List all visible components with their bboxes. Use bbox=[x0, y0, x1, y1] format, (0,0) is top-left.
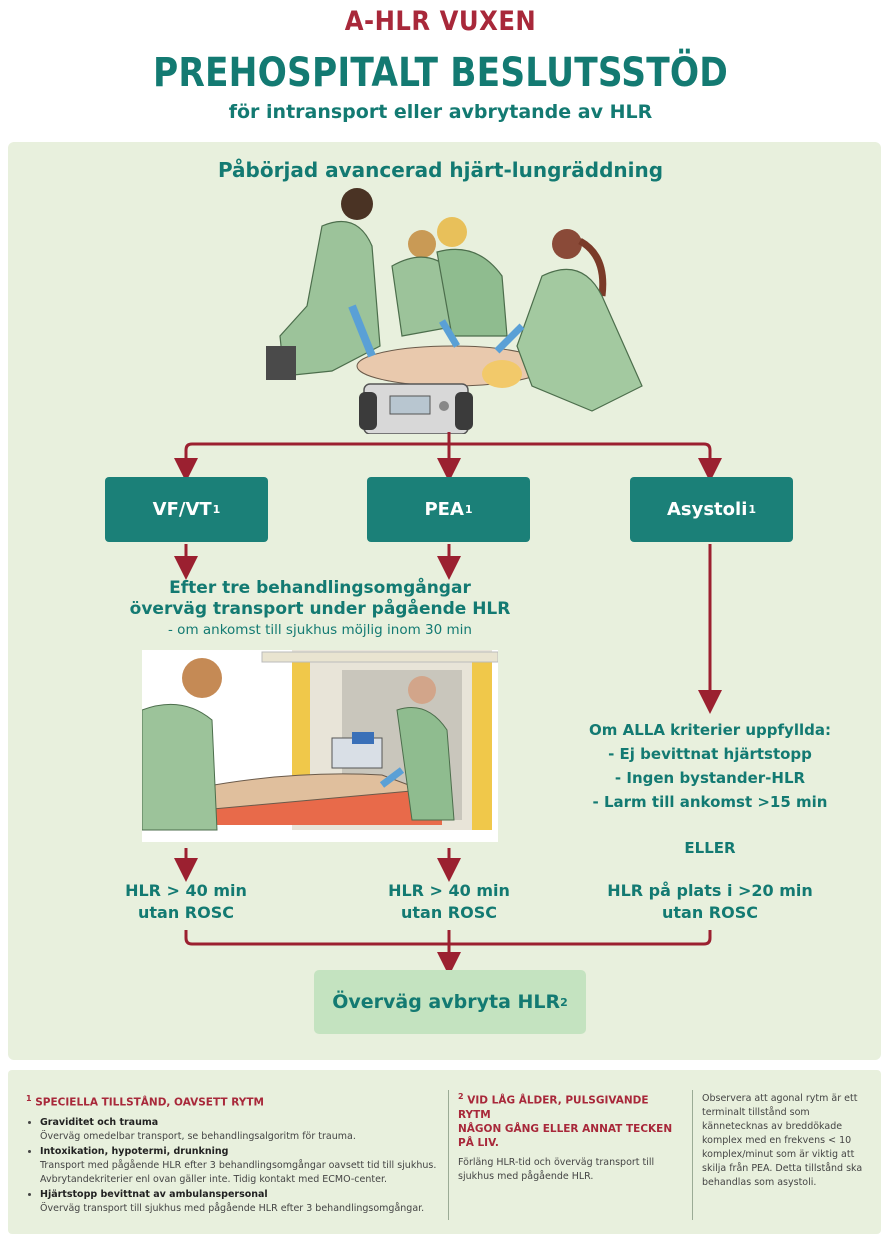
outcome-line-1: HLR > 40 min bbox=[125, 881, 247, 900]
outcome-line-2: utan ROSC bbox=[401, 903, 497, 922]
footnote-mark: 1 bbox=[748, 503, 757, 516]
transport-block: Efter tre behandlingsomgångar överväg tr… bbox=[100, 578, 540, 640]
footer-divider bbox=[448, 1090, 449, 1220]
footnote-1-item: Intoxikation, hypotermi, drunkningTransp… bbox=[40, 1145, 438, 1187]
footnote-2-heading-2: NÅGON GÅNG ELLER ANNAT TECKEN PÅ LIV. bbox=[458, 1122, 673, 1149]
pea-outcome: HLR > 40 min utan ROSC bbox=[359, 880, 539, 924]
poster-heading: PREHOSPITALT BESLUTSSTÖD bbox=[152, 50, 729, 96]
poster-subheading: för intransport eller avbrytande av HLR bbox=[228, 101, 653, 123]
criteria-block: Om ALLA kriterier uppfyllda: - Ej bevitt… bbox=[570, 718, 850, 860]
transport-line-2: överväg transport under pågående HLR bbox=[129, 599, 511, 619]
criteria-or: ELLER bbox=[684, 839, 736, 857]
footnotes-panel bbox=[8, 1070, 881, 1234]
outcome-line-2: utan ROSC bbox=[138, 903, 234, 922]
final-decision-label: Överväg avbryta HLR bbox=[332, 991, 561, 1013]
footnote-1: 1 SPECIELLA TILLSTÅND, OAVSETT RYTM Grav… bbox=[26, 1092, 438, 1217]
asystoli-label: Asystoli bbox=[666, 499, 748, 520]
footnote-1-heading: 1 SPECIELLA TILLSTÅND, OAVSETT RYTM bbox=[26, 1094, 264, 1109]
vf-vt-label: VF/VT bbox=[152, 499, 212, 520]
footnote-2-text: Förläng HLR-tid och överväg transport ti… bbox=[458, 1156, 655, 1182]
footnote-3-text: Observera att agonal rytm är ett termina… bbox=[702, 1093, 863, 1188]
footnote-1-item: Hjärtstopp bevittnat av ambulanspersonal… bbox=[40, 1188, 438, 1216]
footer-divider bbox=[692, 1090, 693, 1220]
cpr-illustration bbox=[266, 188, 643, 434]
panel-title: Påbörjad avancerad hjärt-lungräddning bbox=[217, 158, 664, 182]
outcome-line-1: HLR på plats i >20 min bbox=[607, 881, 813, 900]
poster-title: A-HLR VUXEN bbox=[344, 6, 537, 37]
transport-line-1: Efter tre behandlingsomgångar bbox=[169, 578, 471, 598]
footnote-mark: 2 bbox=[560, 995, 568, 1009]
criteria-item: - Ingen bystander-HLR bbox=[614, 769, 806, 787]
outcome-line-1: HLR > 40 min bbox=[388, 881, 510, 900]
transport-note: - om ankomst till sjukhus möjlig inom 30… bbox=[168, 622, 472, 638]
criteria-item: - Ej bevittnat hjärtstopp bbox=[608, 745, 812, 763]
ambulance-illustration bbox=[142, 650, 498, 842]
footnote-2: 2 VID LÅG ÅLDER, PULSGIVANDE RYTM NÅGON … bbox=[458, 1090, 678, 1184]
criteria-item: - Larm till ankomst >15 min bbox=[592, 793, 828, 811]
footnote-mark: 1 bbox=[212, 503, 221, 516]
footnote-2-heading: 2 VID LÅG ÅLDER, PULSGIVANDE RYTM bbox=[458, 1092, 649, 1121]
vf-vt-outcome: HLR > 40 min utan ROSC bbox=[96, 880, 276, 924]
pea-label: PEA bbox=[424, 499, 464, 520]
asystoli-outcome: HLR på plats i >20 min utan ROSC bbox=[590, 880, 830, 924]
footnote-mark: 1 bbox=[464, 503, 473, 516]
criteria-intro: Om ALLA kriterier uppfyllda: bbox=[589, 721, 831, 739]
outcome-line-2: utan ROSC bbox=[662, 903, 758, 922]
